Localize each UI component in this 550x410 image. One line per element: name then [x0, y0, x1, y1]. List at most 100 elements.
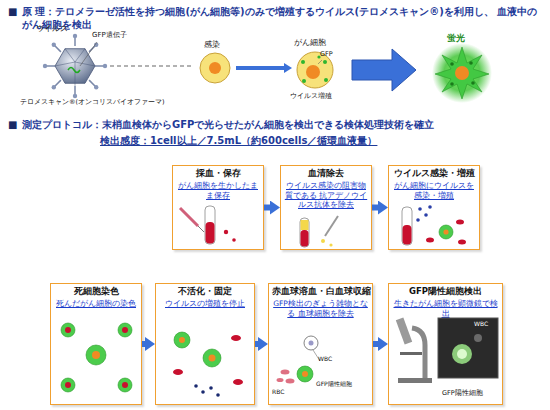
label: RBC [272, 388, 284, 396]
virus-spike [54, 80, 61, 87]
virus-particle [302, 79, 306, 83]
infected-cell [439, 225, 453, 239]
virus-particle [323, 60, 327, 64]
step-description: GFP検出のぎょう雑物となる 血球細胞を除去 [272, 299, 369, 318]
gfp-gene [68, 68, 80, 73]
step-description: がん細胞にウイルスを感染・増殖 [392, 181, 476, 200]
virus-particle [428, 205, 432, 209]
red-blood-cell [233, 379, 243, 385]
micrograph [438, 318, 498, 378]
label: ■ [8, 118, 17, 131]
dashed-line [110, 65, 194, 66]
syringe-needle [198, 226, 204, 232]
cell [174, 332, 190, 348]
live-cell [86, 345, 106, 365]
label: GFP陽性細胞 [316, 380, 352, 388]
virus-spike [54, 45, 61, 52]
step-title: 赤血球溶血・白血球収縮 [272, 286, 369, 297]
virus-particle [424, 213, 428, 217]
red-blood-cell [426, 238, 434, 243]
capsid-facet [55, 49, 95, 86]
cell-nucleus [443, 229, 448, 234]
virus-particle [201, 390, 205, 394]
leader-line [318, 60, 322, 64]
step-description: 生きたがん細胞を顕微鏡で検出 [392, 299, 499, 318]
fluorescence-glow [432, 43, 492, 103]
flow-arrow [236, 66, 284, 70]
cell [200, 53, 230, 83]
step-description: がん細胞を生かしたまま保存 [176, 181, 260, 200]
microscope-arm [412, 328, 425, 378]
flow-arrow [142, 341, 145, 347]
step-title: 死細胞染色 [54, 286, 138, 297]
step-description: ウイルス感染の阻害物質である 抗アデノウイルス抗体を除去 [284, 181, 368, 210]
serum-drop [329, 243, 332, 246]
virus-illustration [43, 34, 107, 98]
cell-nucleus [92, 351, 100, 359]
cell-nucleus [309, 341, 314, 346]
blood-sample [403, 225, 412, 245]
label: 原 理：テロメラーゼ活性を持つ細胞(がん細胞等)のみで増殖するウイルス(テロメス… [22, 5, 544, 31]
cell-nucleus [306, 65, 320, 79]
fluorescent-cell [435, 47, 489, 99]
label: 蛍光 [447, 33, 465, 45]
virus-spike [74, 86, 76, 96]
label: WBC [318, 355, 332, 363]
stained-nucleus [122, 327, 128, 333]
process-box: ウイルス感染・増殖がん細胞にウイルスを感染・増殖 [388, 165, 480, 250]
microscope-tube [396, 317, 412, 344]
serum-layer [301, 220, 309, 230]
cell [118, 323, 132, 337]
cell-nucleus [209, 62, 221, 74]
virus-particle [450, 82, 454, 86]
blood-layer [301, 230, 309, 247]
white-blood-cell [304, 336, 318, 350]
label: テロメスキャン®(オンコリスバイオファーマ) [20, 98, 165, 106]
white-blood-cell [474, 334, 482, 342]
virus-particle [216, 393, 220, 397]
virus-spike [89, 80, 96, 87]
step-title: ウイルス感染・増殖 [392, 168, 476, 179]
cell [61, 378, 75, 392]
process-box: GFP陽性細胞検出生きたがん細胞を顕微鏡で検出 [388, 283, 503, 405]
label: ■ [8, 5, 17, 18]
red-blood-cell [281, 370, 290, 375]
label: GFP陽性細胞 [442, 389, 483, 397]
gfp-positive-cell [452, 344, 472, 364]
process-box: 採血・保存がん細胞を生かしたまま保存 [172, 165, 264, 250]
test-tube [300, 218, 309, 247]
step-title: 血清除去 [284, 168, 368, 179]
label: WBC [474, 320, 488, 328]
process-box: 血清除去ウイルス感染の阻害物質である 抗アデノウイルス抗体を除去 [280, 165, 372, 250]
blood-sample [206, 222, 215, 244]
red-blood-cell [231, 335, 241, 341]
virus-particle [469, 61, 473, 65]
virus-spike [89, 45, 96, 52]
label: ウイルス増殖 [290, 92, 332, 101]
virus-particle [324, 78, 328, 82]
virus-spike [45, 65, 55, 67]
spike-knob [73, 94, 77, 98]
blood-drop [232, 238, 236, 242]
spike-knob [52, 43, 56, 47]
virus-particle [450, 62, 454, 66]
process-box: 死細胞染色死んだがん細胞の染色 [50, 283, 142, 405]
test-tube [205, 206, 215, 244]
red-blood-cell [173, 369, 183, 375]
red-blood-cell [456, 220, 464, 225]
blood-drop [224, 230, 228, 234]
cell-nucleus [302, 371, 308, 377]
cell-nucleus [209, 355, 216, 362]
gfp-positive-cell [297, 366, 313, 382]
cell [203, 349, 221, 367]
red-blood-cell [458, 240, 466, 245]
stained-nucleus [122, 382, 128, 388]
cell-nucleus [179, 337, 185, 343]
virus-particle [301, 60, 305, 64]
virus-spike [74, 36, 76, 46]
spike-knob [103, 64, 107, 68]
spike-knob [94, 43, 98, 47]
